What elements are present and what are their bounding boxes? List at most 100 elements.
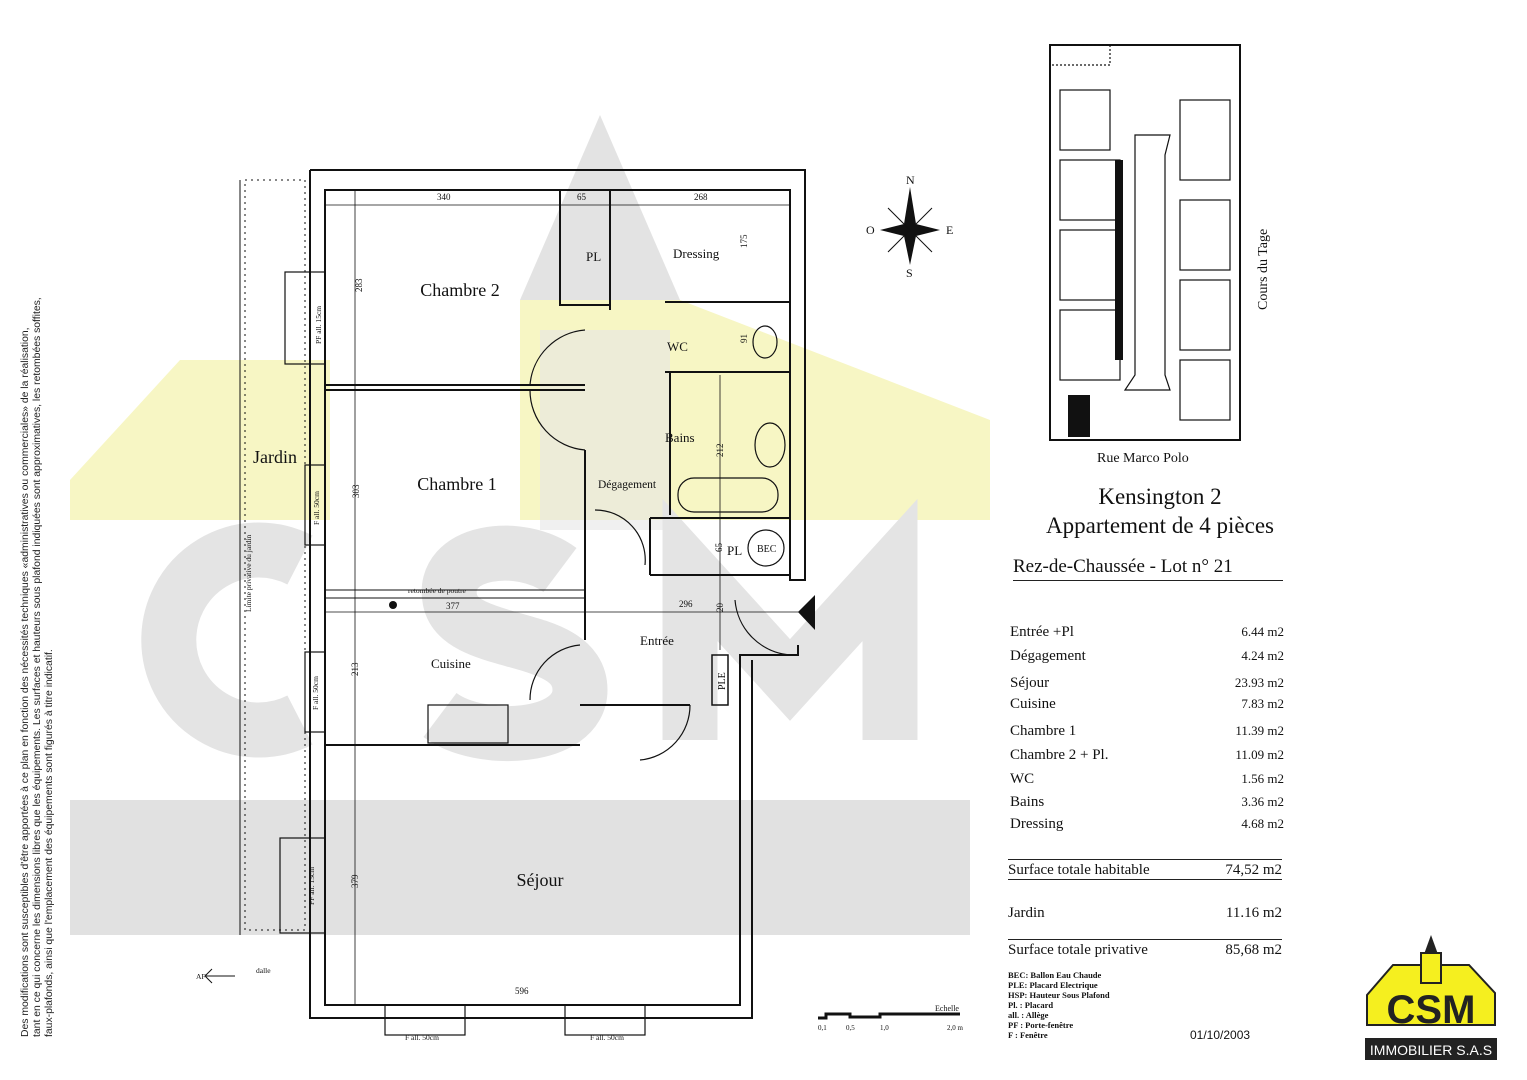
total-label: Surface totale privative <box>1008 942 1148 958</box>
dimension-label: 296 <box>679 599 693 609</box>
dimension-label: 377 <box>446 601 460 611</box>
bathtub-icon <box>677 477 779 513</box>
door-swing <box>594 509 646 566</box>
total-habitable: Surface totale habitable 74,52 m2 <box>1008 859 1282 880</box>
outer-wall-outer <box>309 170 753 1019</box>
window-label: F all. 50cm <box>405 1033 439 1042</box>
area-room: Entrée +Pl <box>1010 624 1074 640</box>
scale-tick: 1,0 <box>880 1024 889 1032</box>
toilet-icon <box>752 325 778 359</box>
window-pf <box>284 271 326 365</box>
scale-tick: 0,5 <box>846 1024 855 1032</box>
area-row: Chambre 2 + Pl. 11.09 m2 <box>1010 745 1284 769</box>
scale-bar: Echelle 0,1 0,5 1,0 2,0 m <box>818 1004 964 1032</box>
csm-logo: CSM IMMOBILIER S.A.S <box>1365 935 1497 1060</box>
column-marker <box>389 601 397 609</box>
site-plan: Cours du Tage <box>1049 44 1271 441</box>
dimension-label: 268 <box>694 192 708 202</box>
area-value: 23.93 m2 <box>1234 675 1284 690</box>
ple-closet <box>711 654 729 706</box>
scale-tick: 0,1 <box>818 1024 827 1032</box>
legend-item: Pl. : Placard <box>1008 1000 1054 1010</box>
window-f <box>384 1004 466 1036</box>
room-label-entree: Entrée <box>640 633 674 648</box>
dimension-label: 212 <box>715 444 725 458</box>
area-row: Entrée +Pl 6.44 m2 <box>1010 622 1284 646</box>
door-swing <box>529 329 586 451</box>
legend-item: PLE: Placard Electrique <box>1008 980 1098 990</box>
logo-banner: IMMOBILIER S.A.S <box>1370 1042 1492 1058</box>
room-label-chambre-2: Chambre 2 <box>420 280 499 300</box>
abbreviation-legend: BEC: Ballon Eau Chaude PLE: Placard Elec… <box>1008 970 1110 1040</box>
compass-o: O <box>866 223 875 237</box>
lot-label: Rez-de-Chaussée - Lot n° 21 <box>1013 556 1283 581</box>
legend-item: all. : Allège <box>1008 1010 1049 1020</box>
window-f <box>304 464 326 546</box>
window-f <box>304 651 326 733</box>
total-value: 85,68 m2 <box>1225 942 1282 958</box>
dimension-label: 213 <box>350 662 360 676</box>
window-label: PF all. 15cm <box>307 867 316 905</box>
water-heater-icon <box>747 529 785 567</box>
dimension-label: 303 <box>351 484 361 498</box>
dimension-label: 175 <box>739 234 749 248</box>
window-label: F all. 50cm <box>311 676 320 710</box>
area-room: Chambre 2 + Pl. <box>1010 747 1109 763</box>
slab-label: dalle <box>256 966 271 975</box>
room-label-sejour: Séjour <box>517 870 564 890</box>
af-label: AF <box>196 972 206 981</box>
area-value: 4.68 m2 <box>1241 816 1284 831</box>
dimension-label: 65 <box>714 543 724 553</box>
logo-letters: CSM <box>1387 988 1476 1032</box>
area-row: Cuisine 7.83 m2 <box>1010 694 1284 721</box>
area-room: Dégagement <box>1010 648 1086 664</box>
area-room: Bains <box>1010 794 1045 810</box>
total-value: 74,52 m2 <box>1225 862 1282 878</box>
watermark-house-left <box>70 360 330 520</box>
door-swing <box>529 644 581 701</box>
room-label-bec: BEC <box>757 544 777 555</box>
room-label-degagement: Dégagement <box>598 479 657 491</box>
street-label-bottom: Rue Marco Polo <box>1097 451 1189 466</box>
door-swing <box>639 704 691 761</box>
plan-date: 01/10/2003 <box>1190 1028 1251 1042</box>
total-label: Surface totale habitable <box>1008 862 1150 878</box>
area-value: 6.44 m2 <box>1241 624 1284 639</box>
area-row: WC 1.56 m2 <box>1010 769 1284 792</box>
total-privative: Surface totale privative 85,68 m2 <box>1008 939 1282 959</box>
area-value: 1.56 m2 <box>1241 771 1284 786</box>
compass-e: E <box>946 223 953 237</box>
area-room: Cuisine <box>1010 696 1056 712</box>
entrance-door-swing <box>734 599 791 656</box>
compass-s: S <box>906 266 913 280</box>
window-f <box>564 1004 646 1036</box>
legend-item: PF : Porte-fenêtre <box>1008 1020 1074 1030</box>
dimension-label: 340 <box>437 192 451 202</box>
beam-label: retombée de poutre <box>408 586 467 595</box>
room-label-ple: PLE <box>717 672 728 690</box>
watermark-tower <box>540 330 670 530</box>
dimension-label: 379 <box>350 874 360 888</box>
window-label: PF all. 15cm <box>314 306 323 344</box>
area-room: Chambre 1 <box>1010 723 1077 739</box>
street-label-right: Cours du Tage <box>1256 229 1271 310</box>
window-label: F all. 50cm <box>590 1033 624 1042</box>
dimension-label: 596 <box>515 986 529 996</box>
room-label-chambre-1: Chambre 1 <box>417 474 496 494</box>
area-room: WC <box>1010 771 1035 787</box>
dimension-label: 91 <box>739 334 749 343</box>
dimension-label: 20 <box>715 603 725 613</box>
area-value: 11.09 m2 <box>1235 747 1284 762</box>
total-value: 11.16 m2 <box>1225 905 1282 921</box>
total-label: Jardin <box>1008 905 1045 921</box>
room-label-pl: PL <box>727 543 742 558</box>
garden-area <box>244 179 306 931</box>
compass-icon: N S E O <box>866 173 953 280</box>
area-value: 7.83 m2 <box>1241 696 1284 711</box>
window-pf <box>279 837 326 934</box>
